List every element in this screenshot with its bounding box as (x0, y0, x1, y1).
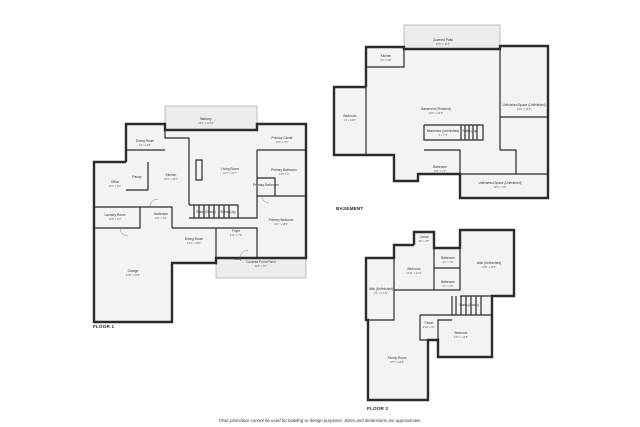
room-label-attic-main: Attic (Unfinished) (477, 261, 501, 265)
covered-patio-area (403, 24, 501, 50)
room-dim-unfinished-space-1: 19'9" x 10'8" (517, 107, 531, 111)
room-label-bedroom-f2b: Bedroom (455, 331, 468, 335)
room-dim-basement-unfinished: 6' x 7'8" (439, 133, 448, 137)
room-label-stairs-down: Stairs (Down) (196, 210, 215, 214)
room-label-unfinished-space-1: Unfinished Space (Unfinished) (502, 103, 545, 107)
room-dim-bedroom-basement: 13' x 16'6" (344, 118, 356, 122)
room-label-family-room: Family Room (388, 356, 407, 360)
floor-1-interior (94, 124, 306, 322)
room-label-dining-room: Dining Room (136, 139, 155, 143)
room-dim-bathroom-f1: 10'1" x 5'1" (155, 216, 168, 220)
floor-1-doors (119, 195, 270, 259)
room-dim-closet-f2a: 4'8" x 4'5" (418, 239, 429, 243)
room-label-basement-finished: Basement (Finished) (421, 107, 450, 111)
level-label-floor-2: FLOOR 2 (367, 406, 389, 411)
room-label-bathroom-f1: Bathroom (154, 212, 168, 216)
room-dim-covered-patio: 26'5" x 10'6" (436, 42, 450, 46)
basement-exterior-wall (332, 44, 550, 200)
basement-interior-walls (365, 49, 548, 175)
room-label-pantry: Pantry (132, 175, 142, 179)
room-label-primary-closet: Primary Closet (272, 136, 293, 140)
room-dim-kitchen-basement: 9'6" x 6'8" (380, 58, 391, 62)
room-dim-closet-f2b: 3'10" x 4'1" (423, 325, 436, 329)
room-dim-bathroom-basement: 10'1" x 7'2" (434, 169, 447, 173)
room-label-closet-f2a: Closet (419, 235, 428, 239)
room-dim-garage: 27'8" x 22'5" (126, 273, 140, 277)
room-label-bedroom-basement: Bedroom (344, 114, 357, 118)
stair-treads-f2 (455, 296, 482, 315)
room-dim-foyer: 5'11" x 7'9" (230, 233, 243, 237)
stair-treads-basement (460, 125, 478, 140)
room-label-kitchen: Kitchen (166, 173, 177, 177)
room-label-foyer: Foyer (232, 229, 241, 233)
room-dim-primary-closet: 10'6" x 8'6" (276, 140, 289, 144)
room-dim-living-room: 19'7" x 21'7" (223, 171, 237, 175)
room-dim-kitchen: 15'4" x 16'7" (164, 177, 178, 181)
room-label-stairs-up: Stairs (Up) (220, 210, 235, 214)
room-dim-bathroom-f2a: 4'4" x 7'8" (442, 260, 453, 264)
floor-1-plan: Balcony 26'2" x 10'11" Dining Room 13' x… (92, 105, 308, 329)
room-dim-bedroom-f2b: 13'1" x 12'8" (454, 335, 468, 339)
basement-plan: Covered Patio 26'5" x 10'6" Kitchen 9'6"… (332, 24, 550, 211)
room-label-office: Office (111, 180, 119, 184)
room-label-bathroom-basement: Bathroom (433, 165, 447, 169)
balcony-area (164, 105, 258, 131)
room-label-dining-room-2: Dining Room (185, 237, 204, 241)
room-dim-bedroom-f2a: 12'11" x 13'4" (406, 271, 422, 275)
room-dim-laundry-room: 10'8" x 6'3" (109, 217, 122, 221)
room-label-primary-bathroom-2: Primary Bathroom (253, 183, 279, 187)
room-dim-bathroom-f2b: 6'1" x 6'5" (442, 284, 453, 288)
room-dim-dining-room: 13' x 14'8" (139, 143, 151, 147)
room-label-living-room: Living Room (221, 167, 239, 171)
basement-interior (334, 46, 548, 198)
room-label-kitchen-basement: Kitchen (381, 54, 392, 58)
disclaimer-text: Floor plans/tour cannot be used for buil… (219, 418, 421, 423)
floor-2-plan: Closet 4'8" x 4'5" Bathroom 4'4" x 7'8" … (364, 228, 516, 411)
room-label-bathroom-f2b: Bathroom (441, 280, 455, 284)
room-dim-office: 10'6" x 9'4" (109, 184, 122, 188)
room-dim-primary-bedroom: 16'1" x 18'9" (274, 222, 288, 226)
room-label-covered-patio: Covered Patio (433, 38, 453, 42)
room-dim-attic-left: 6'4" x 17'11" (374, 291, 388, 295)
room-label-stairs-up-basement: Stairs (Up) (462, 129, 477, 133)
floor-1-interior-walls (94, 130, 306, 258)
room-dim-basement-finished: 26'9" x 23'9" (429, 111, 443, 115)
stair-treads-f1 (193, 205, 230, 218)
floor-2-exterior-wall (364, 228, 516, 402)
room-dim-family-room: 18'7" x 24'8" (390, 360, 404, 364)
room-label-garage: Garage (128, 269, 139, 273)
room-label-front-porch: Covered Front Porch (246, 260, 276, 264)
room-label-entry: Entry (234, 257, 242, 261)
room-label-attic-left: Attic (Unfinished) (369, 287, 393, 291)
room-label-balcony: Balcony (200, 117, 212, 121)
room-label-bedroom-f2a: Bedroom (408, 267, 421, 271)
room-dim-attic-main: 10'8" x 16'8" (482, 265, 496, 269)
room-label-stairs-down-f2: Stairs (Down) (459, 303, 478, 307)
room-label-closet-f2b: Closet (424, 321, 433, 325)
room-label-laundry-room: Laundry Room (105, 213, 126, 217)
room-dim-dining-room-2: 14'4" x 12'5" (187, 241, 201, 245)
level-label-floor-1: FLOOR 1 (93, 324, 115, 329)
floor-1-exterior-wall (92, 122, 308, 324)
level-label-basement: BASEMENT (336, 206, 363, 211)
floor-2-interior-walls (368, 248, 492, 341)
room-dim-front-porch: 24'5" x 5'7" (255, 264, 268, 268)
room-label-primary-bathroom: Primary Bathroom (271, 168, 297, 172)
room-label-bathroom-f2a: Bathroom (441, 256, 455, 260)
room-dim-primary-bathroom: 13'8" x 9' (279, 172, 290, 176)
room-label-unfinished-space-2: Unfinished Space (Unfinished) (478, 181, 521, 185)
room-label-basement-unfinished: Basement (Unfinished) (427, 129, 459, 133)
room-dim-balcony: 26'2" x 10'11" (198, 121, 214, 125)
room-label-primary-bedroom: Primary Bedroom (269, 218, 294, 222)
room-dim-unfinished-space-2: 19'9" x 6'8" (494, 185, 507, 189)
